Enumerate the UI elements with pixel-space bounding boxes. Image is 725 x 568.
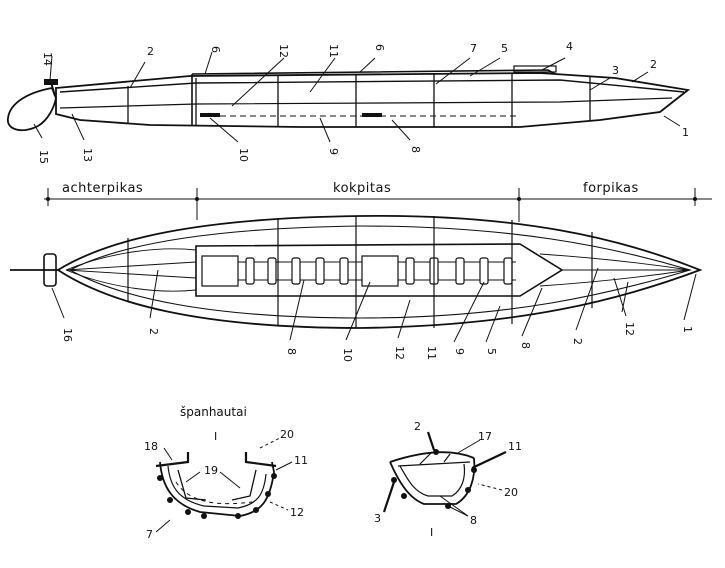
spanhautai-label: španhautai: [180, 405, 247, 419]
floor-slats: [245, 257, 513, 285]
num-18: 18: [144, 440, 158, 453]
num-14: 14: [41, 52, 54, 66]
rudder-post: [49, 78, 56, 97]
plan-frames: [127, 216, 593, 328]
right-section-leaders: [382, 431, 507, 517]
right-deck-brace-a: [419, 451, 433, 465]
num-7: 7: [146, 528, 153, 541]
num-4: 4: [566, 40, 573, 53]
side-leaders: [33, 51, 681, 143]
side-view: 14 2 6 12 11 6 7 5 4 3 2 1 15 13 10 9 8: [7, 40, 691, 164]
left-dashed-skin: [175, 481, 253, 505]
num-6: 6: [373, 44, 386, 51]
num-2: 2: [147, 45, 154, 58]
plan-stringers: [65, 248, 691, 292]
side-view-numbers: 14 2 6 12 11 6 7 5 4 3 2 1 15 13 10 9 8: [37, 40, 689, 164]
right-deck-brace-b: [443, 453, 451, 463]
num-9: 9: [327, 148, 340, 155]
cockpit-front-brace: [513, 65, 557, 73]
left-stringer-dots: [157, 473, 277, 519]
floor-board-a: [200, 113, 220, 117]
right-frame-outer: [389, 457, 476, 505]
num-20: 20: [280, 428, 294, 441]
num-12: 12: [623, 322, 636, 336]
num-1: 1: [682, 126, 689, 139]
right-deck: [389, 451, 475, 463]
left-spanhaut-b: [231, 469, 257, 501]
left-gunwale-b: [244, 452, 277, 468]
num-2: 2: [650, 58, 657, 71]
plan-leaders: [51, 267, 697, 343]
num-9: 9: [453, 348, 466, 355]
num-11: 11: [294, 454, 308, 467]
rudder-block: [43, 253, 57, 287]
left-spanhaut-a: [177, 469, 207, 501]
rudder-blade: [7, 86, 57, 132]
right-frame-inner: [399, 463, 466, 497]
num-16: 16: [61, 328, 74, 342]
side-chine-line: [59, 97, 673, 109]
section-left: španhautai I 18 19: [144, 405, 308, 541]
num-8: 8: [409, 146, 422, 153]
section-right-arrow: I: [430, 526, 433, 539]
plan-view: 16 2 8 10 12 11 9 5 8 2 12 1: [10, 214, 703, 362]
num-20: 20: [504, 486, 518, 499]
plan-cockpit: [195, 243, 564, 297]
num-15: 15: [37, 150, 50, 164]
num-2: 2: [147, 328, 160, 335]
section-left-arrow: I: [214, 430, 217, 443]
section-dimension-line: achterpikas kokpitas forpikas: [44, 181, 712, 222]
num-12: 12: [290, 506, 304, 519]
side-hull-outline: [55, 72, 691, 128]
num-8: 8: [285, 348, 298, 355]
num-11: 11: [425, 346, 438, 360]
section-aft-label: achterpikas: [62, 181, 143, 196]
num-13: 13: [81, 148, 94, 162]
num-2: 2: [414, 420, 421, 433]
left-frame-inner: [167, 465, 267, 509]
plan-hull-outline: [56, 214, 703, 329]
num-19: 19: [204, 464, 218, 477]
num-3: 3: [374, 512, 381, 525]
section-right: 2 17 11 20 3 8 I: [374, 420, 522, 539]
plan-seat: [201, 255, 239, 287]
num-10: 10: [341, 348, 354, 362]
left-section-leaders: [155, 437, 293, 533]
num-6: 6: [209, 46, 222, 53]
num-7: 7: [470, 42, 477, 55]
num-12: 12: [277, 44, 290, 58]
side-frames: [127, 74, 591, 127]
section-cockpit-label: kokpitas: [333, 181, 391, 196]
num-3: 3: [612, 64, 619, 77]
right-deck-beam: [397, 461, 471, 467]
left-gunwale-a: [155, 452, 190, 468]
num-1: 1: [681, 326, 694, 333]
plan-view-numbers: 16 2 8 10 12 11 9 5 8 2 12 1: [61, 322, 694, 362]
num-11: 11: [508, 440, 522, 453]
num-12: 12: [393, 346, 406, 360]
plan-seat-b: [361, 255, 399, 287]
num-5: 5: [501, 42, 508, 55]
num-5: 5: [485, 348, 498, 355]
floor-board-b: [362, 113, 382, 117]
num-8: 8: [470, 514, 477, 527]
cockpit-coaming: [191, 69, 556, 126]
num-17: 17: [478, 430, 492, 443]
num-11: 11: [327, 44, 340, 58]
num-8: 8: [519, 342, 532, 349]
num-2: 2: [571, 338, 584, 345]
section-fore-label: forpikas: [583, 181, 639, 196]
num-10: 10: [237, 148, 250, 162]
